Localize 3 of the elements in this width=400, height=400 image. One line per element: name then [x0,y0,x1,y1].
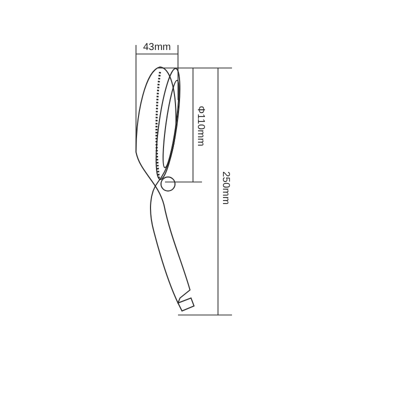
dimension-label: 43mm [143,42,171,53]
dimension-label: Φ110mm [195,106,206,146]
dimension-label: 250mm [220,171,231,205]
